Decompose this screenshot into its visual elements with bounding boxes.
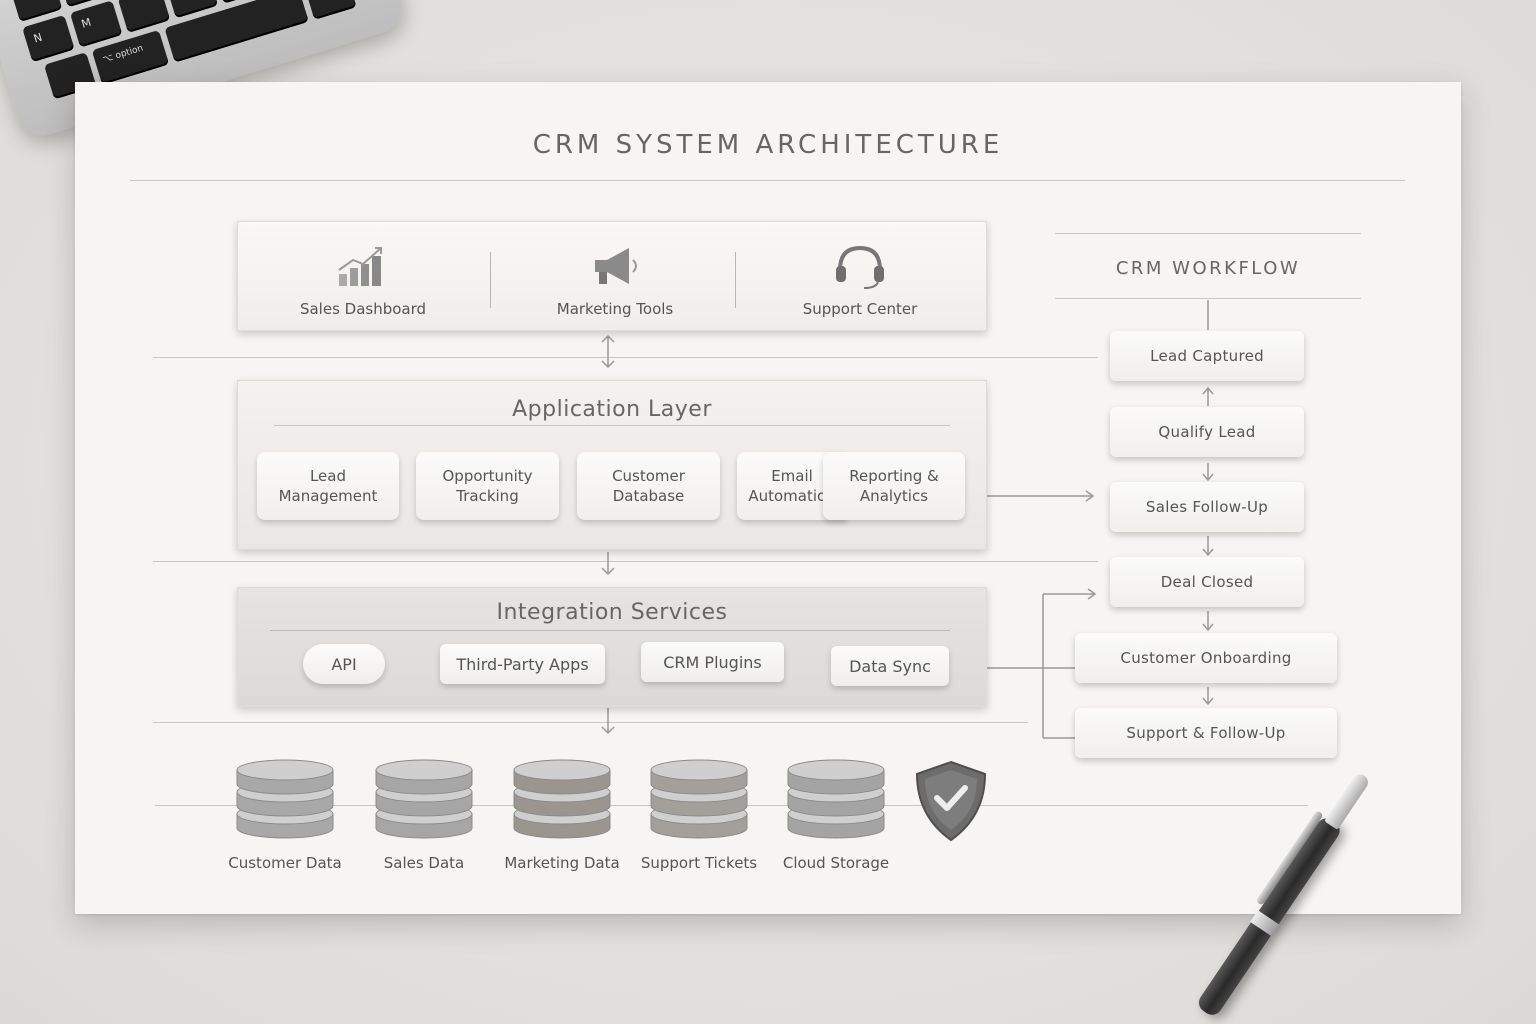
- divider-line: [153, 561, 1098, 562]
- divider-line: [153, 722, 1028, 723]
- diagram-sheet: CRM SYSTEM ARCHITECTURE: [75, 82, 1461, 914]
- data-store-marketing-data[interactable]: Marketing Data: [504, 754, 620, 872]
- support-center-label: Support Center: [802, 300, 918, 318]
- database-icon: [236, 759, 334, 839]
- module-lead-management[interactable]: Lead Management: [257, 452, 399, 520]
- panel-divider: [270, 630, 950, 631]
- database-icon: [650, 759, 748, 839]
- separator: [490, 252, 491, 308]
- integration-services-title: Integration Services: [496, 600, 728, 625]
- integration-third-party-apps[interactable]: Third-Party Apps: [440, 644, 605, 684]
- data-store-label: Support Tickets: [640, 854, 758, 872]
- sales-dashboard-label: Sales Dashboard: [299, 300, 427, 318]
- integration-data-sync[interactable]: Data Sync: [831, 646, 949, 686]
- application-layer-title: Application Layer: [512, 397, 712, 422]
- data-store-label: Marketing Data: [504, 854, 620, 872]
- megaphone-icon: [595, 248, 637, 284]
- database-icon: [513, 759, 611, 839]
- bar-chart-icon: [338, 247, 382, 286]
- data-store-support-tickets[interactable]: Support Tickets: [641, 754, 757, 872]
- data-store-label: Sales Data: [383, 854, 465, 872]
- data-store-sales-data[interactable]: Sales Data: [369, 754, 479, 872]
- panel-divider: [274, 425, 950, 426]
- workflow-step-qualify-lead[interactable]: Qualify Lead: [1110, 407, 1304, 457]
- workflow-step-support-follow-up[interactable]: Support & Follow-Up: [1075, 708, 1337, 758]
- marketing-tools-label: Marketing Tools: [556, 300, 674, 318]
- workflow-divider: [1055, 298, 1361, 299]
- top-interface-bar: Sales Dashboard Marketing Tools Support …: [237, 221, 987, 331]
- separator: [735, 252, 736, 308]
- module-opportunity-tracking[interactable]: Opportunity Tracking: [416, 452, 559, 520]
- workflow-title: CRM WORKFLOW: [1115, 258, 1301, 279]
- headset-icon: [836, 245, 884, 289]
- workflow-step-sales-follow-up[interactable]: Sales Follow-Up: [1110, 482, 1304, 532]
- sales-dashboard-tile[interactable]: Sales Dashboard: [238, 244, 488, 318]
- marketing-tools-tile[interactable]: Marketing Tools: [490, 244, 740, 318]
- divider-line: [153, 357, 1098, 358]
- shield-check-icon: [915, 760, 987, 842]
- workflow-step-lead-captured[interactable]: Lead Captured: [1110, 331, 1304, 381]
- module-reporting-analytics[interactable]: Reporting & Analytics: [823, 452, 965, 520]
- data-store-label: Customer Data: [228, 854, 342, 872]
- integration-api[interactable]: API: [303, 644, 385, 684]
- integration-crm-plugins[interactable]: CRM Plugins: [641, 642, 784, 682]
- module-customer-database[interactable]: Customer Database: [577, 452, 720, 520]
- data-store-label: Cloud Storage: [782, 854, 890, 872]
- data-store-cloud-storage[interactable]: Cloud Storage: [781, 754, 891, 872]
- page-title: CRM SYSTEM ARCHITECTURE: [532, 130, 1004, 160]
- workflow-step-customer-onboarding[interactable]: Customer Onboarding: [1075, 633, 1337, 683]
- workflow-step-deal-closed[interactable]: Deal Closed: [1110, 557, 1304, 607]
- title-divider: [130, 180, 1405, 181]
- workflow-top-divider: [1055, 233, 1361, 234]
- database-icon: [375, 759, 473, 839]
- database-icon: [787, 759, 885, 839]
- data-store-customer-data[interactable]: Customer Data: [228, 754, 342, 872]
- support-center-tile[interactable]: Support Center: [735, 244, 985, 318]
